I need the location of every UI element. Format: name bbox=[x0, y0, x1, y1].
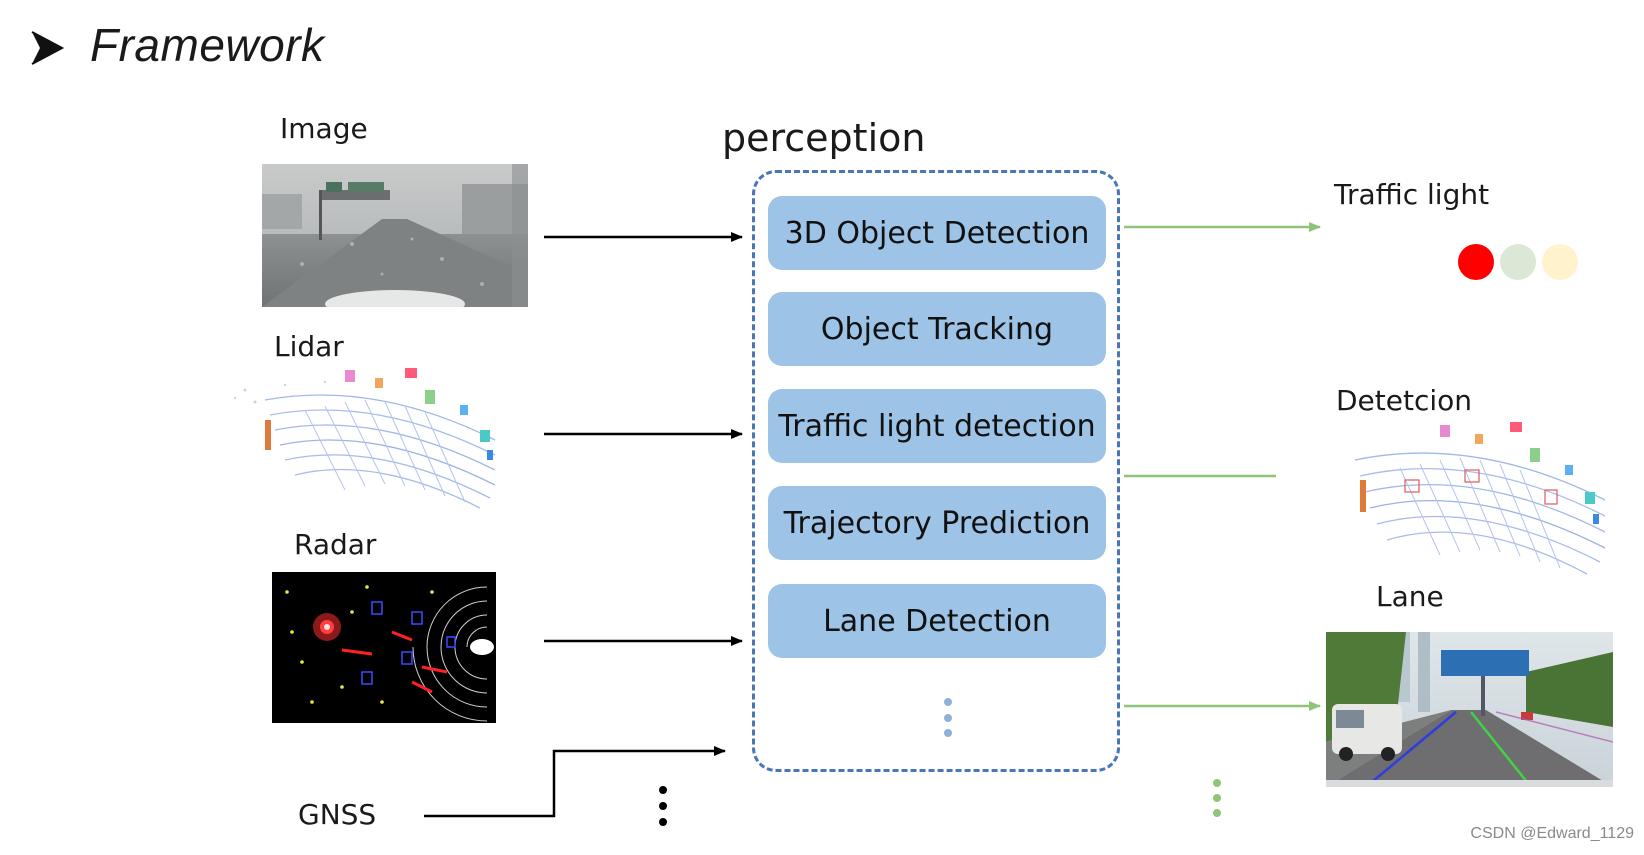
input-label-gnss: GNSS bbox=[298, 798, 377, 831]
module-lane-detection: Lane Detection bbox=[768, 584, 1106, 658]
module-object-tracking: Object Tracking bbox=[768, 292, 1106, 366]
title-bullet-icon bbox=[30, 28, 65, 72]
detection-point-cloud bbox=[1315, 410, 1640, 585]
perception-label: perception bbox=[722, 116, 926, 160]
slide-title: Framework bbox=[90, 19, 325, 71]
input-label-lidar: Lidar bbox=[274, 330, 344, 363]
output-label-detection: Detetcion bbox=[1336, 384, 1473, 417]
input-more-dots-icon bbox=[659, 786, 667, 826]
traffic-light-yellow bbox=[1542, 244, 1578, 280]
radar-image bbox=[272, 572, 496, 723]
watermark: CSDN @Edward_1129 bbox=[1470, 825, 1634, 842]
module-3d-object-detection: 3D Object Detection bbox=[768, 196, 1106, 270]
input-label-radar: Radar bbox=[294, 528, 377, 561]
module-more-dots-icon bbox=[944, 698, 952, 737]
perception-container bbox=[752, 170, 1120, 772]
output-more-dots-icon bbox=[1213, 779, 1221, 817]
module-traffic-light-detection: Traffic light detection bbox=[768, 389, 1106, 463]
camera-image bbox=[262, 164, 528, 307]
lidar-point-cloud bbox=[225, 360, 535, 520]
input-label-image: Image bbox=[280, 112, 368, 145]
traffic-light-red bbox=[1458, 244, 1494, 280]
output-label-lane: Lane bbox=[1376, 580, 1444, 613]
lane-image bbox=[1326, 632, 1613, 787]
module-trajectory-prediction: Trajectory Prediction bbox=[768, 486, 1106, 560]
traffic-light-green bbox=[1500, 244, 1536, 280]
arrow-gnss-to-perception bbox=[424, 746, 726, 818]
output-label-traffic-light: Traffic light bbox=[1334, 178, 1490, 211]
